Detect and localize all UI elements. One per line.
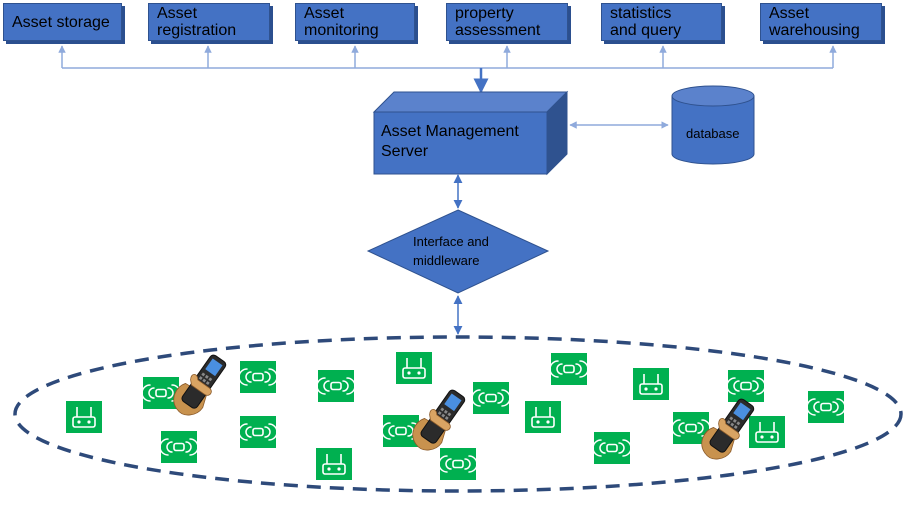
module-statistics-and-query[interactable]: statistics and query xyxy=(601,3,722,41)
rfid-reader-icon xyxy=(525,401,561,433)
rfid-tag-icon xyxy=(316,370,356,402)
module-asset-warehousing[interactable]: Asset warehousing xyxy=(760,3,882,41)
module-property-assessment[interactable]: property assessment xyxy=(446,3,568,41)
database-label: database xyxy=(686,126,740,141)
module-bus xyxy=(58,45,837,69)
module-asset-registration[interactable]: Asset registration xyxy=(148,3,270,41)
handheld-scanner-icon xyxy=(173,354,227,416)
server-box xyxy=(372,90,569,176)
module-asset-monitoring[interactable]: Asset monitoring xyxy=(295,3,415,41)
rfid-tag-icon xyxy=(806,391,846,423)
module-asset-storage[interactable]: Asset storage xyxy=(3,3,122,41)
middleware-diamond xyxy=(366,209,550,294)
database-cylinder xyxy=(671,85,755,165)
rfid-tag-icon xyxy=(549,353,589,385)
field-area-ellipse xyxy=(13,335,903,493)
rfid-reader-icon xyxy=(633,368,669,400)
module-label: Asset storage xyxy=(12,13,110,31)
rfid-reader-icon xyxy=(396,352,432,384)
rfid-reader-icon xyxy=(316,448,352,480)
rfid-reader-icon xyxy=(66,401,102,433)
handheld-scanner-icon xyxy=(412,389,466,451)
rfid-tag-icon xyxy=(438,448,478,480)
module-label: Asset warehousing xyxy=(769,5,860,39)
module-label: Asset registration xyxy=(157,5,237,39)
rfid-tag-icon xyxy=(471,382,511,414)
middleware-label: Interface and middleware xyxy=(413,234,489,268)
rfid-tag-icon xyxy=(238,361,278,393)
rfid-tag-icon xyxy=(726,370,766,402)
module-label: Asset monitoring xyxy=(304,5,379,39)
server-label: Asset Management Server xyxy=(381,123,519,160)
field-devices xyxy=(66,352,846,480)
rfid-tag-icon xyxy=(592,432,632,464)
module-label: property assessment xyxy=(455,5,541,39)
rfid-tag-icon xyxy=(238,416,278,448)
module-label: statistics and query xyxy=(610,5,682,39)
handheld-scanner-icon xyxy=(701,398,755,460)
rfid-reader-icon xyxy=(749,416,785,448)
rfid-tag-icon xyxy=(159,431,199,463)
